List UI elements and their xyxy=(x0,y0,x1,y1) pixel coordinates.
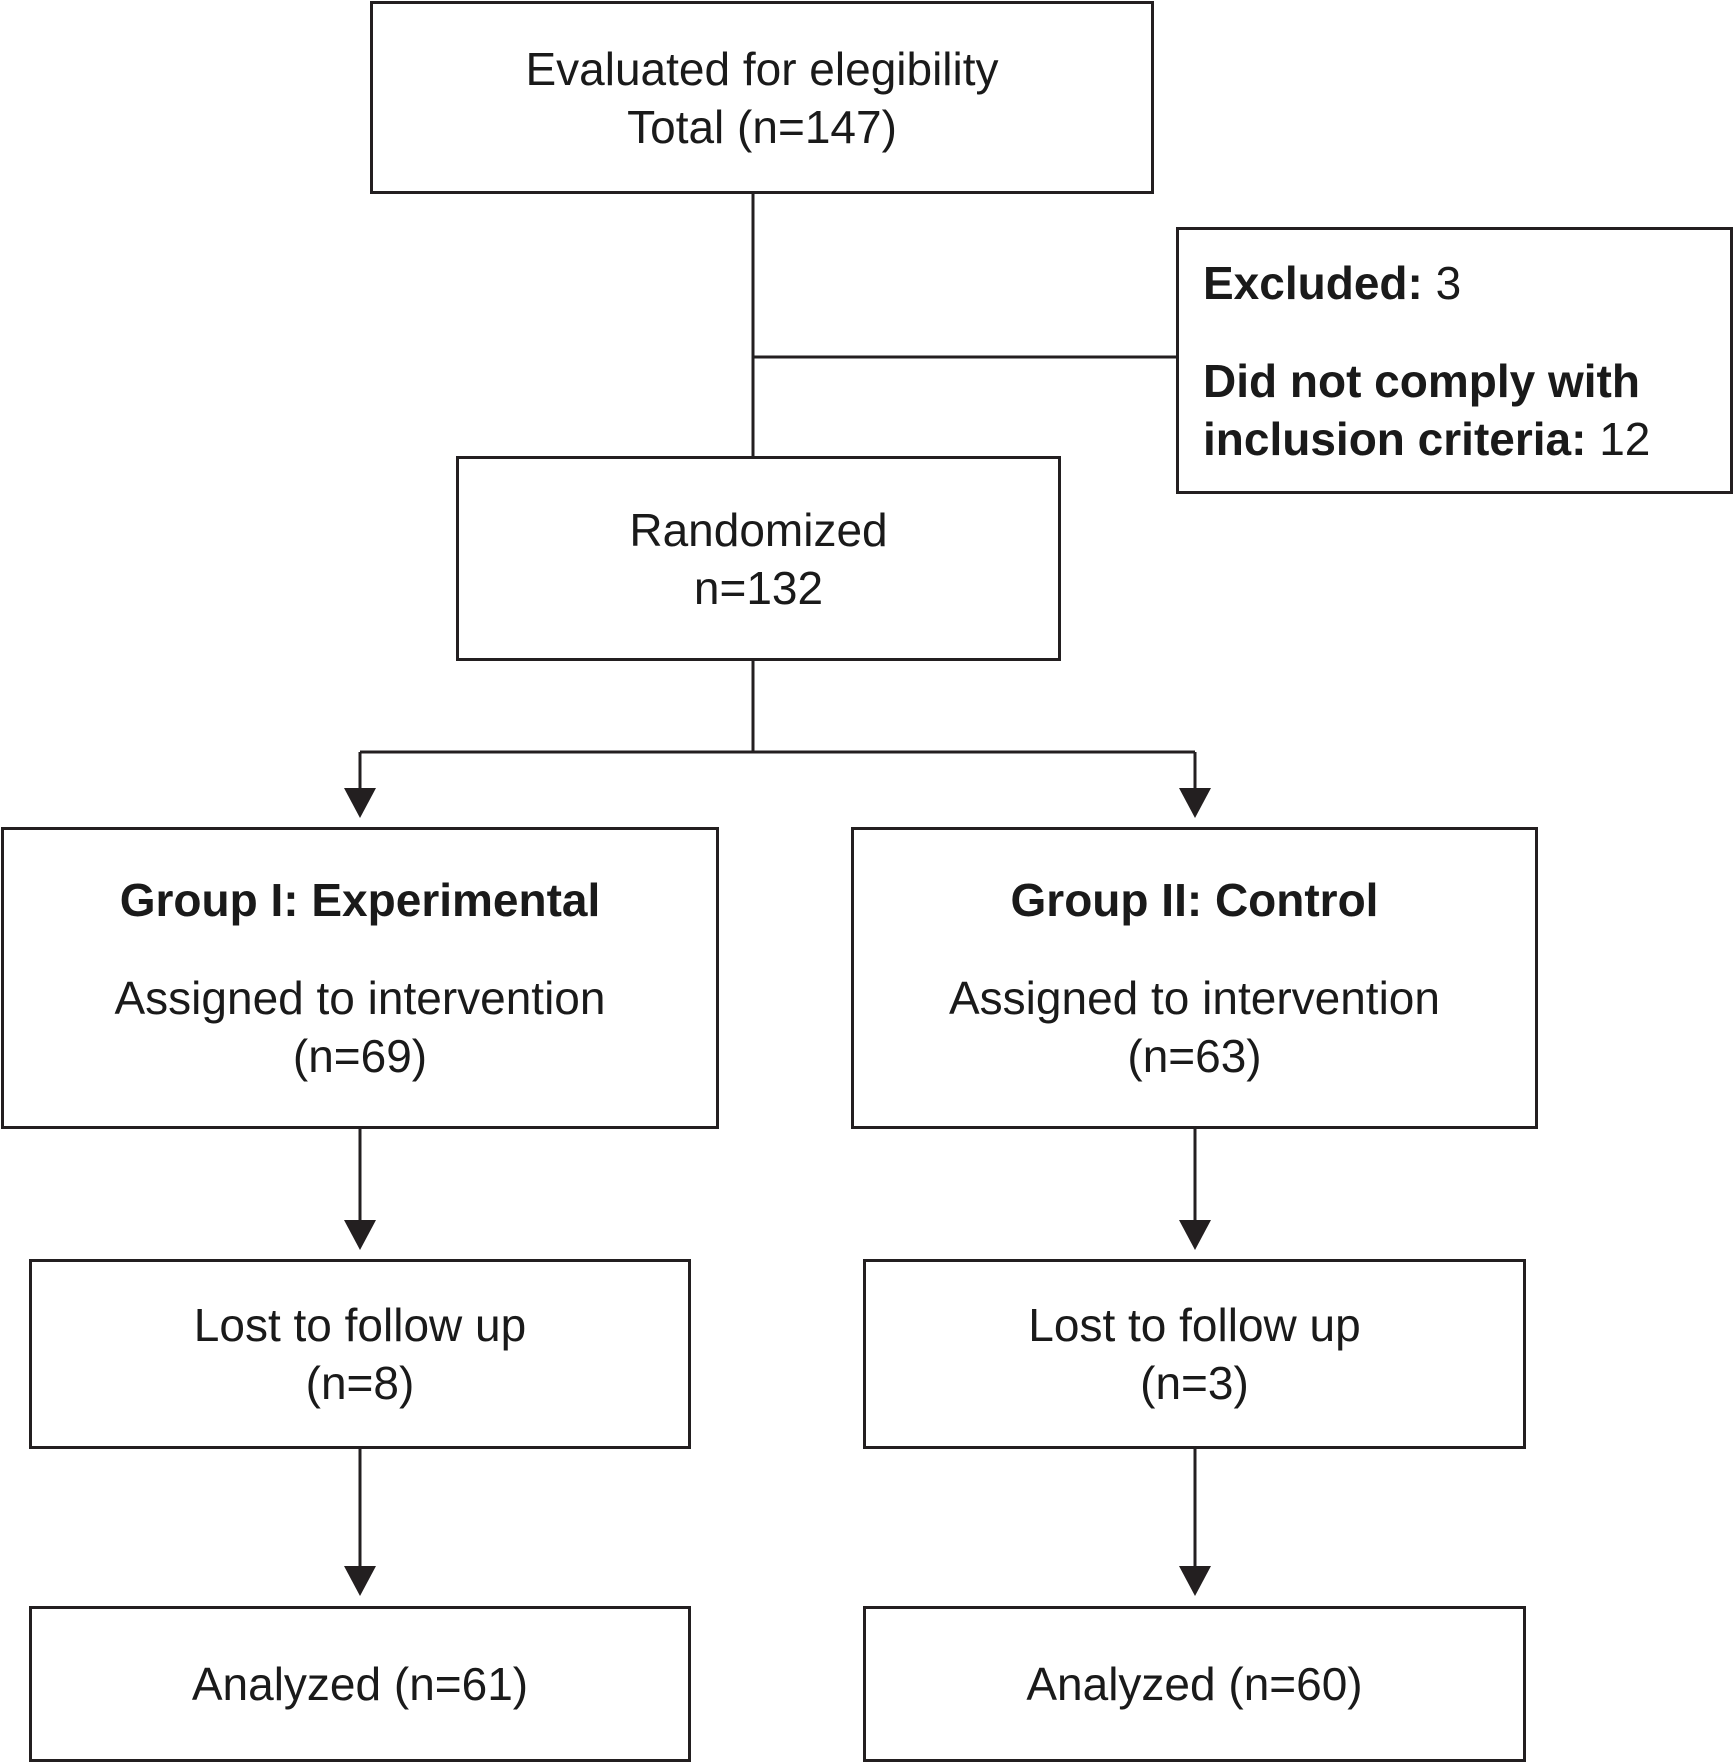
noncompliant-value: 12 xyxy=(1599,412,1651,465)
excluded-label: Excluded: xyxy=(1203,256,1423,309)
group1-lost-box: Lost to follow up (n=8) xyxy=(29,1259,691,1449)
group2-analyzed-label: Analyzed (n=60) xyxy=(1026,1658,1363,1710)
group2-lost-count: (n=3) xyxy=(1140,1357,1249,1409)
noncompliant-label-line2: inclusion criteria: xyxy=(1203,412,1587,465)
group1-title: Group I: Experimental xyxy=(119,874,601,926)
arrow-to-lost1 xyxy=(344,1220,376,1250)
group1-lost-label: Lost to follow up xyxy=(193,1299,527,1351)
eligibility-total: Total (n=147) xyxy=(627,100,897,153)
group2-title: Group II: Control xyxy=(1010,874,1379,926)
excluded-count-line: Excluded: 3 xyxy=(1203,254,1461,312)
excluded-box: Excluded: 3 Did not comply with inclusio… xyxy=(1176,227,1733,494)
noncompliant-count-line: inclusion criteria: 12 xyxy=(1203,410,1650,468)
eligibility-title: Evaluated for elegibility xyxy=(525,42,999,95)
arrow-to-analyzed1 xyxy=(344,1566,376,1596)
group1-box: Group I: Experimental Assigned to interv… xyxy=(1,827,719,1129)
arrow-to-analyzed2 xyxy=(1179,1566,1211,1596)
arrow-to-group2 xyxy=(1179,788,1211,818)
arrow-to-group1 xyxy=(344,788,376,818)
group2-analyzed-box: Analyzed (n=60) xyxy=(863,1606,1526,1762)
randomized-count: n=132 xyxy=(693,561,824,614)
randomized-box: Randomized n=132 xyxy=(456,456,1061,661)
noncompliant-label-line1: Did not comply with xyxy=(1203,354,1640,407)
group2-lost-label: Lost to follow up xyxy=(1028,1299,1361,1351)
group2-assigned-label: Assigned to intervention xyxy=(949,972,1440,1024)
group1-analyzed-label: Analyzed (n=61) xyxy=(191,1658,529,1710)
group2-assigned-count: (n=63) xyxy=(1127,1030,1262,1082)
group2-box: Group II: Control Assigned to interventi… xyxy=(851,827,1538,1129)
group1-assigned-count: (n=69) xyxy=(292,1030,428,1082)
arrow-to-lost2 xyxy=(1179,1220,1211,1250)
group1-lost-count: (n=8) xyxy=(305,1357,415,1409)
group1-assigned-label: Assigned to intervention xyxy=(114,972,606,1024)
group2-lost-box: Lost to follow up (n=3) xyxy=(863,1259,1526,1449)
eligibility-box: Evaluated for elegibility Total (n=147) xyxy=(370,1,1154,194)
randomized-title: Randomized xyxy=(629,503,888,556)
group1-analyzed-box: Analyzed (n=61) xyxy=(29,1606,691,1762)
excluded-value: 3 xyxy=(1435,256,1462,309)
